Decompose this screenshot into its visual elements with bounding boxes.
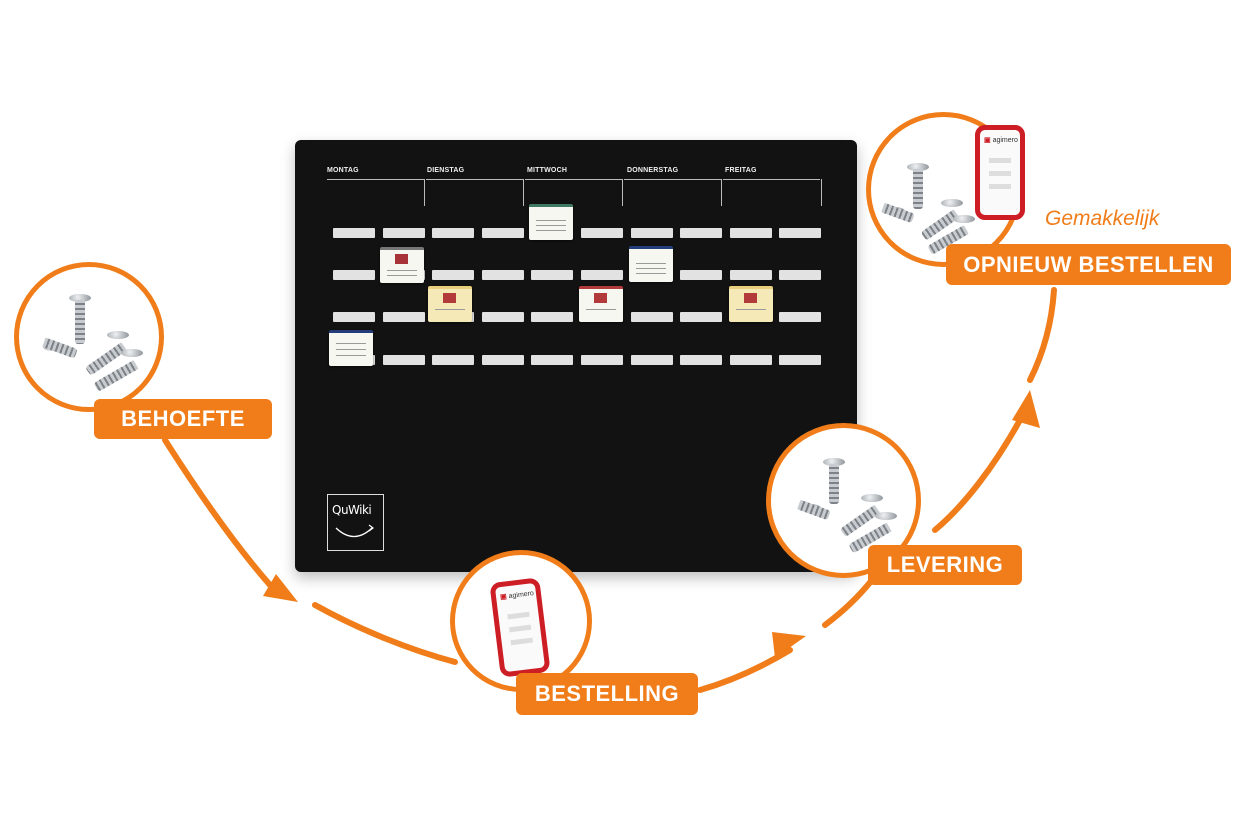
card-slot [729,270,772,280]
kanban-card [629,246,673,282]
card-slot [581,355,623,365]
day-rule [426,179,523,180]
card-slot [531,270,574,280]
card-slot [581,228,623,238]
tagline: Gemakkelijk [1045,207,1160,230]
day-divider [821,179,822,206]
circle-opnieuw-bestellen: ▣ agimero [866,112,1025,267]
day-label-tuesday: DIENSTAG [427,167,465,174]
card-slot [481,312,524,322]
card-slot [382,228,425,238]
arrow-bestelling-to-levering [697,647,793,693]
card-slot [333,228,375,238]
phone-brand: ▣ agimero [499,590,535,602]
quwiki-logo: QuWiki [327,494,384,551]
card-slot [630,355,673,365]
day-label-friday: FREITAG [725,167,757,174]
arrowhead-opnieuw [1012,390,1040,428]
card-slot [630,312,673,322]
day-rule [525,179,622,180]
card-slot [432,355,475,365]
card-slot [779,228,822,238]
card-slot [779,312,822,322]
card-slot [333,312,375,322]
day-rule [327,179,424,180]
card-slot [531,312,574,322]
arrow-to-bestelling-circle [312,602,458,665]
arrow-behoefte-to-bestelling [162,437,273,588]
card-slot [481,228,524,238]
card-slot [729,228,772,238]
day-label-thursday: DONNERSTAG [627,167,679,174]
step-label-levering: LEVERING [868,545,1022,585]
phone-order-icon: ▣ agimero [489,577,551,678]
card-slot [581,270,623,280]
step-label-behoefte: BEHOEFTE [94,399,272,439]
kanban-card [729,286,773,322]
step-label-bestelling: BESTELLING [516,673,698,715]
phone-brand: ▣ agimero [984,137,1018,144]
card-slot [432,228,475,238]
card-slot [680,228,723,238]
circle-bestelling: ▣ agimero [450,550,592,692]
card-slot [729,355,772,365]
day-label-wednesday: MITTWOCH [527,167,568,174]
card-slot [680,355,723,365]
kanban-card [380,247,424,283]
logo-text: QuWiki [332,503,372,517]
day-divider [721,179,722,206]
day-label-monday: MONTAG [327,167,359,174]
day-divider [622,179,623,206]
card-slot [333,270,375,280]
card-slot [779,270,822,280]
card-slot [382,312,425,322]
kanban-card [529,204,573,240]
card-slot [382,355,425,365]
arrow-to-levering-circle [822,577,875,628]
kanban-board: MONTAG DIENSTAG MITTWOCH DONNERSTAG FREI… [295,140,857,572]
phone-order-icon: ▣ agimero [975,125,1025,220]
day-divider [523,179,524,206]
kanban-card [428,286,472,322]
card-slot [432,270,475,280]
card-slot [481,355,524,365]
arrowhead-levering [772,632,806,658]
day-rule [723,179,820,180]
day-divider [424,179,425,206]
day-rule [624,179,721,180]
card-slot [531,355,574,365]
card-slot [481,270,524,280]
arrow-levering-to-opnieuw [932,417,1023,533]
card-slot [630,228,673,238]
arrow-to-opnieuw-label [1027,287,1057,383]
card-slot [680,312,723,322]
kanban-card [579,286,623,322]
card-slot [779,355,822,365]
step-label-opnieuw-bestellen: OPNIEUW BESTELLEN [946,244,1231,285]
card-slot [680,270,723,280]
circle-behoefte [14,262,164,412]
smile-icon [335,524,374,538]
kanban-card [329,330,373,366]
arrowhead-bestelling [263,574,298,602]
